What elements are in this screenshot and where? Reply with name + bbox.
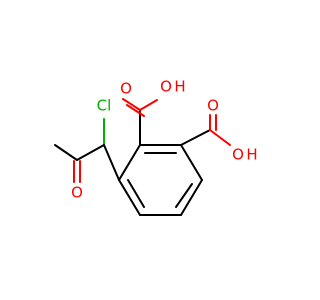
acid1-hydroxyl-oxygen-label: O: [160, 78, 172, 96]
molecule-diagram: Cl O O O H O O H: [54, 77, 258, 216]
acid2-oxygen-label: O: [207, 97, 219, 115]
ring-bond-5: [118, 179, 141, 216]
benzene-ring: [118, 144, 203, 216]
acid2-hydroxyl-oxygen-label: O: [232, 146, 244, 164]
chloro-oxopropyl-group: [54, 118, 120, 183]
chlorine-label: Cl: [97, 97, 112, 115]
chain-bond-carbonyl: [76, 144, 105, 161]
acid1-c-o-double-b: [126, 104, 145, 117]
ring-bond-3: [180, 179, 203, 216]
acid2-hydroxyl-hydrogen-label: H: [246, 146, 257, 164]
acid1-oxygen-label: O: [120, 80, 132, 98]
ketone-oxygen-label: O: [71, 184, 83, 202]
acid2-c-bond: [180, 129, 211, 146]
acid2-c-oh-bond: [209, 129, 231, 146]
carboxylic-acid-2: [180, 114, 231, 146]
chain-bond-ring: [103, 144, 120, 181]
structure-svg: Cl O O O H O O H: [54, 78, 258, 216]
ring-bond-6: [118, 144, 141, 181]
acid1-c-oh-bond: [139, 99, 158, 111]
ring-double-3: [127, 179, 145, 208]
acid1-hydroxyl-hydrogen-label: H: [174, 78, 185, 96]
chain-bond-methyl: [54, 144, 78, 161]
carboxylic-acid-1: [122, 98, 158, 146]
ring-double-2: [175, 183, 193, 208]
ring-bond-2: [180, 144, 203, 181]
acid1-c-o-double-a: [122, 98, 141, 111]
